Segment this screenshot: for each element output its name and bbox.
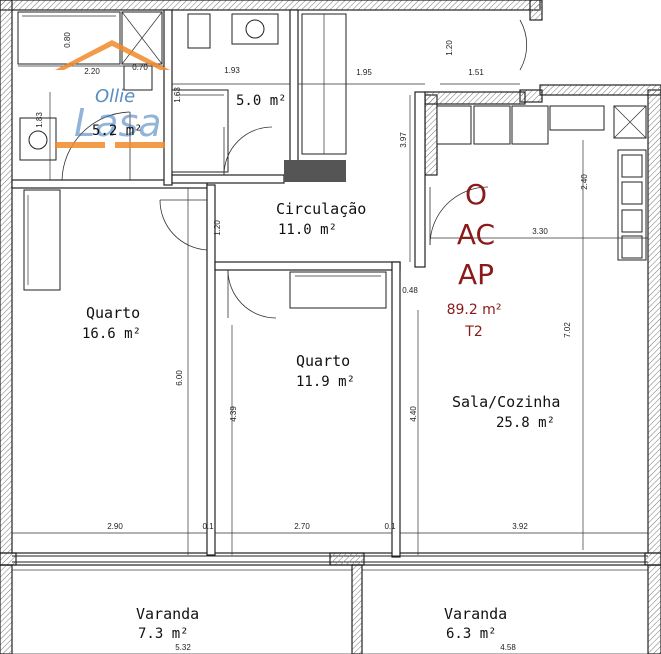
stamp-type: T2 [464,324,482,340]
dim-195: 1.95 [356,68,372,77]
dim-397: 3.97 [399,132,408,148]
dim-183: 1.83 [35,112,44,128]
dimension-labels: 0.80 2.20 0.70 1.93 1.95 1.20 1.51 1.83 … [35,32,589,652]
stamp-line-3: AP [458,258,494,291]
dim-458: 4.58 [500,643,516,652]
room-name-varanda-1: Varanda [136,605,199,623]
interior-walls [11,9,426,558]
dim-270: 2.70 [294,522,310,531]
dim-070: 0.70 [132,63,148,72]
room-area-sala: 25.8 m² [496,415,555,431]
room-name-circulacao: Circulação [276,200,366,218]
dim-193: 1.93 [224,66,240,75]
logo-text-main: Lasa [74,101,162,145]
room-name-quarto-1: Quarto [86,304,140,322]
stamp-line-1: O [465,178,487,211]
dim-163: 1.63 [173,87,182,103]
room-area-varanda-1: 7.3 m² [138,626,189,642]
dim-439: 4.39 [229,406,238,422]
dim-532: 5.32 [175,643,191,652]
room-area-wc-small: 5.0 m² [236,93,287,109]
logo-watermark: Ollie Lasa [55,40,170,148]
dim-220: 2.20 [84,67,100,76]
balcony [0,564,661,654]
room-name-sala: Sala/Cozinha [452,393,560,411]
dim-01a: 0.1 [202,522,214,531]
room-name-varanda-2: Varanda [444,605,507,623]
dimension-lines [12,65,648,555]
stamp-line-2: AC [457,218,495,251]
dim-080: 0.80 [63,32,72,48]
dim-392: 3.92 [512,522,528,531]
kitchen-units [436,105,647,261]
facade-windows [0,552,661,566]
dim-330: 3.30 [532,227,548,236]
room-area-wc-large: 5.2 m² [92,123,143,139]
dim-01b: 0.1 [384,522,396,531]
room-name-quarto-2: Quarto [296,352,350,370]
room-area-quarto-2: 11.9 m² [296,374,355,390]
apartment-stamp: O AC AP 89.2 m² T2 [447,178,502,340]
dim-440: 4.40 [409,406,418,422]
dim-151: 1.51 [468,68,484,77]
dim-048: 0.48 [402,286,418,295]
logo-text-top: Ollie [95,86,135,107]
dim-240: 2.40 [580,174,589,190]
room-area-circulacao: 11.0 m² [278,222,337,238]
dim-120a: 1.20 [445,40,454,56]
dim-290: 2.90 [107,522,123,531]
stamp-area: 89.2 m² [447,302,502,318]
wardrobes [23,189,387,309]
room-area-varanda-2: 6.3 m² [446,626,497,642]
room-labels: 5.0 m² 5.2 m² Circulação 11.0 m² Quarto … [82,93,560,642]
dim-120b: 1.20 [213,220,222,236]
dim-600: 6.00 [175,370,184,386]
room-area-quarto-1: 16.6 m² [82,326,141,342]
dim-702: 7.02 [563,322,572,338]
doors [61,19,528,319]
